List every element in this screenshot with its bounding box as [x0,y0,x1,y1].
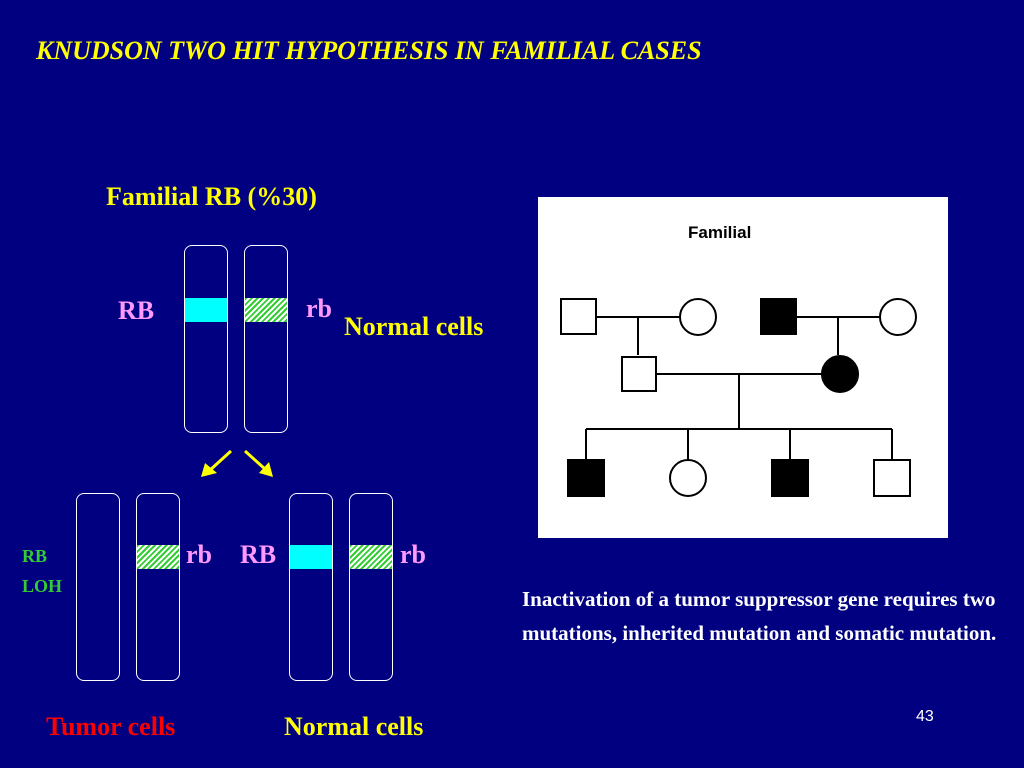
rb-band [290,545,332,569]
rb-label-normal: RB [240,540,277,569]
arrow-down-right-icon [243,449,273,477]
arrows [201,449,273,477]
female-unaffected-icon [679,298,717,336]
chromosome-normal-right [349,493,393,681]
pedigree-panel: Familial [538,197,948,538]
male-affected-icon [567,459,605,497]
explanation-text: Inactivation of a tumor suppressor gene … [522,587,997,645]
female-unaffected-icon [879,298,917,336]
normal-cells-label-top: Normal cells [344,312,484,341]
chromosome-normal-left [289,493,333,681]
rb-band [185,298,227,322]
chromosome-tumor-left [76,493,120,681]
pedigree-title: Familial [688,223,752,242]
chromosome-tumor-right [136,493,180,681]
rb-label-top: RB [118,296,155,325]
rb-mutant-label-top: rb [306,294,332,323]
rb-mutant-band [350,545,392,569]
chromosome-top-left [184,245,228,433]
loh-label-line2: LOH [22,576,63,596]
pedigree-chart [560,298,917,497]
male-unaffected-icon [621,356,657,392]
normal-cells-caption: Normal cells [284,712,424,741]
male-affected-icon [771,459,809,497]
slide-title: KNUDSON TWO HIT HYPOTHESIS IN FAMILIAL C… [36,36,702,65]
tumor-cells-caption: Tumor cells [46,712,176,741]
rb-mutant-label-normal: rb [400,540,426,569]
arrow-down-left-icon [201,449,233,477]
rb-mutant-band [245,298,287,322]
loh-label-line1: RB [22,546,48,566]
rb-mutant-label-tumor: rb [186,540,212,569]
rb-mutant-band [137,545,179,569]
female-unaffected-icon [669,459,707,497]
male-unaffected-icon [560,298,597,335]
female-affected-icon [821,355,859,393]
page-number: 43 [916,708,934,725]
male-affected-icon [760,298,797,335]
subtitle: Familial RB (%30) [106,182,317,211]
chromosome-top-right [244,245,288,433]
male-unaffected-icon [873,459,911,497]
